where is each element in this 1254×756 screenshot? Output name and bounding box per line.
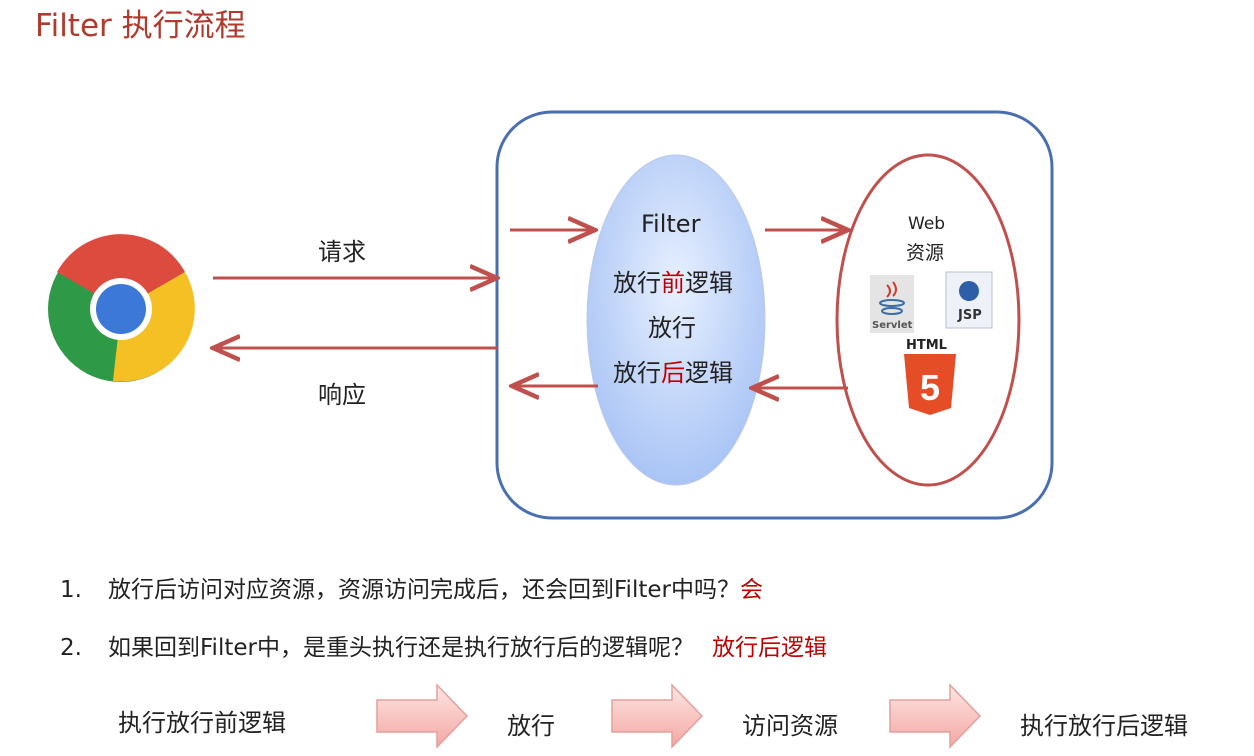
question-number: 1. — [60, 577, 82, 603]
question-2: 2. 如果回到Filter中，是重头执行还是执行放行后的逻辑呢？ 放行后逻辑 — [60, 628, 827, 662]
web-subtitle: 资源 — [906, 242, 945, 264]
jsp-icon — [945, 271, 993, 329]
server-container — [495, 110, 1054, 520]
question-answer: 会 — [739, 577, 763, 603]
question-text: 放行后访问对应资源，资源访问完成后，还会回到Filter中吗？ — [108, 577, 740, 603]
filter-title: Filter — [641, 210, 701, 238]
filter-pre-logic-part: 放行 — [613, 269, 661, 297]
chrome-browser-icon — [48, 234, 195, 382]
flow-arrow-2 — [611, 683, 704, 749]
jsp-label: JSP — [958, 308, 982, 323]
filter-post-logic: 放行后逻辑 — [613, 353, 733, 388]
question-number: 2. — [60, 635, 82, 661]
slide-title: Filter 执行流程 — [35, 8, 246, 44]
flow-step-1: 执行放行前逻辑 — [118, 709, 286, 737]
flow-arrows — [376, 683, 982, 749]
flow-step-2: 放行 — [507, 712, 555, 740]
filter-pre-logic-highlight: 前 — [661, 269, 685, 297]
filter-post-logic-highlight: 后 — [661, 359, 685, 387]
flow-arrow-1 — [376, 683, 469, 749]
flow-step-4: 执行放行后逻辑 — [1020, 712, 1188, 740]
response-label: 响应 — [318, 381, 366, 409]
filter-ellipse — [586, 154, 766, 486]
html-label: HTML — [906, 338, 947, 353]
question-1: 1. 放行后访问对应资源，资源访问完成后，还会回到Filter中吗？会 — [60, 570, 763, 604]
filter-post-logic-part: 放行 — [613, 359, 661, 387]
web-title: Web — [908, 214, 946, 234]
filter-pre-logic: 放行前逻辑 — [613, 263, 733, 298]
web-resource-ellipse — [835, 153, 1021, 487]
request-label: 请求 — [318, 238, 366, 266]
servlet-icon — [870, 275, 914, 333]
filter-pre-logic-part: 逻辑 — [685, 269, 733, 297]
question-text: 如果回到Filter中，是重头执行还是执行放行后的逻辑呢？ — [108, 635, 694, 661]
html5-logo-text: 5 — [920, 367, 940, 408]
flow-arrow-3 — [889, 683, 982, 749]
filter-post-logic-part: 逻辑 — [685, 359, 733, 387]
html5-icon: 5 — [904, 354, 956, 415]
servlet-label: Servlet — [872, 320, 913, 331]
flow-step-3: 访问资源 — [742, 712, 838, 740]
filter-pass: 放行 — [648, 314, 696, 342]
question-answer: 放行后逻辑 — [711, 635, 827, 661]
